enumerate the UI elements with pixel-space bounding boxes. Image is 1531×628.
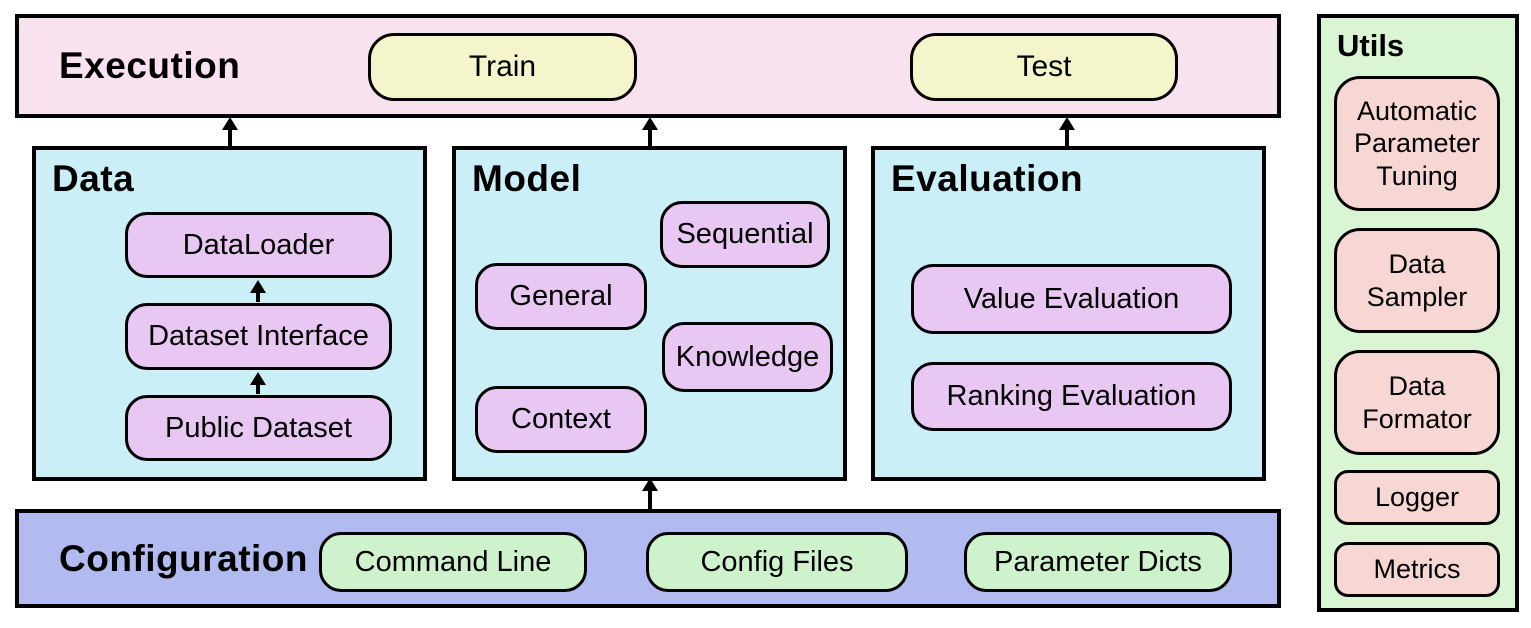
execution-panel: Execution Train Test [15, 14, 1281, 118]
command-line-box: Command Line [319, 532, 587, 592]
sequential-box: Sequential [660, 201, 830, 268]
arrow-head-icon [1059, 117, 1075, 130]
arrow-head-icon [250, 280, 266, 293]
automatic-parameter-tuning-box: Automatic Parameter Tuning [1334, 76, 1500, 211]
arrow-dataset-interface-to-dataloader [250, 280, 266, 302]
arrow-head-icon [642, 478, 658, 491]
arrow-model-to-execution [642, 117, 658, 146]
arrow-head-icon [250, 372, 266, 385]
configuration-title: Configuration [59, 537, 309, 579]
ranking-evaluation-box: Ranking Evaluation [911, 362, 1232, 431]
data-module-panel: Data DataLoader Dataset Interface Public… [32, 146, 427, 481]
dataloader-box: DataLoader [125, 212, 392, 278]
logger-box: Logger [1334, 470, 1500, 525]
metrics-box: Metrics [1334, 542, 1500, 597]
value-evaluation-box: Value Evaluation [911, 264, 1232, 334]
general-box: General [475, 263, 647, 330]
configuration-panel: Configuration Command Line Config Files … [15, 509, 1281, 608]
knowledge-box: Knowledge [662, 322, 833, 392]
public-dataset-box: Public Dataset [125, 395, 392, 461]
test-button: Test [910, 33, 1178, 101]
arrow-evaluation-to-execution [1059, 117, 1075, 146]
utils-panel: Utils Automatic Parameter Tuning Data Sa… [1317, 14, 1519, 612]
parameter-dicts-box: Parameter Dicts [964, 532, 1232, 592]
arrow-public-dataset-to-dataset-interface [250, 372, 266, 394]
arrow-head-icon [642, 117, 658, 130]
execution-title: Execution [59, 45, 241, 86]
train-button: Train [368, 33, 637, 101]
context-box: Context [475, 386, 647, 453]
data-formator-box: Data Formator [1334, 350, 1500, 455]
data-module-title: Data [52, 158, 135, 199]
evaluation-module-title: Evaluation [891, 158, 1084, 199]
arrow-head-icon [222, 117, 238, 130]
arrow-data-to-execution [222, 117, 238, 146]
utils-title: Utils [1337, 28, 1405, 63]
evaluation-module-panel: Evaluation Value Evaluation Ranking Eval… [871, 146, 1266, 481]
arrow-configuration-to-model [642, 478, 658, 509]
dataset-interface-box: Dataset Interface [125, 303, 392, 370]
model-module-panel: Model Sequential General Knowledge Conte… [452, 146, 847, 481]
config-files-box: Config Files [646, 532, 908, 592]
model-module-title: Model [472, 158, 582, 199]
data-sampler-box: Data Sampler [1334, 228, 1500, 333]
